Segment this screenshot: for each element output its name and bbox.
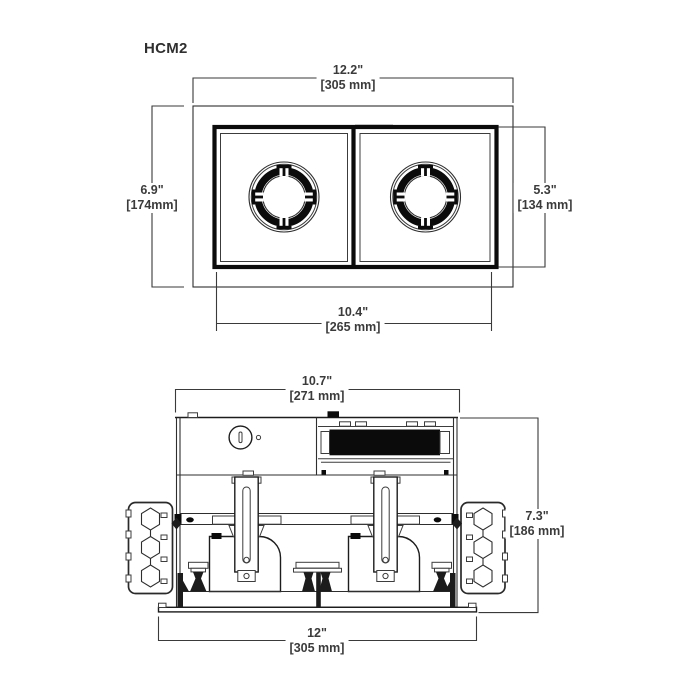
trim-flange-outline (192, 105, 514, 288)
dim-mm: [305 mm] (289, 641, 345, 655)
dim-inches: 7.3" (525, 509, 549, 523)
lamp-aperture-left (248, 161, 320, 233)
rail-bolt (186, 517, 194, 523)
dim-mm: [186 mm] (509, 524, 565, 538)
bracket-bolt (171, 517, 182, 530)
dim-inches: 12" (307, 626, 327, 640)
driver-housing (318, 421, 454, 475)
dim-inches: 6.9" (140, 183, 164, 197)
yoke-right (370, 476, 401, 582)
dim-label-section-height: 7.3" [186 mm] (505, 509, 569, 539)
mounting-bracket-right (452, 501, 508, 595)
dim-inches: 10.4" (337, 305, 369, 319)
plan-view-drawing (151, 77, 546, 331)
terminal-block (406, 421, 418, 427)
dim-mm: [271 mm] (289, 389, 345, 403)
aperture-tick-marks (393, 164, 458, 230)
leveling-foot-right (431, 561, 452, 592)
dim-label-plan-opening-height: 5.3" [134 mm] (513, 183, 577, 213)
driver-body (329, 429, 440, 456)
dim-mm: [134 mm] (517, 198, 573, 212)
dim-inches: 10.7" (301, 374, 333, 388)
leveling-foot-left (181, 561, 209, 592)
aperture-tick-marks (251, 164, 317, 230)
lamp-aperture-right (389, 161, 462, 233)
top-mount-tab (187, 412, 198, 418)
bracket-bolt (452, 517, 462, 530)
junction-box-knockout (228, 425, 262, 450)
dim-inches: 5.3" (533, 183, 557, 197)
yoke-left (231, 476, 262, 582)
center-septum (316, 568, 321, 608)
rail-bolt (433, 517, 442, 523)
shelf-notch (373, 470, 386, 476)
adjustment-rail (174, 512, 459, 526)
dim-label-section-housing-width: 10.7" [271 mm] (285, 374, 349, 404)
reflector-frame-right (359, 133, 491, 262)
mounting-bracket-left (125, 501, 182, 595)
dim-mm: [265 mm] (325, 320, 381, 334)
dim-label-plan-opening-width: 10.4" [265 mm] (321, 305, 385, 335)
trim-overlap-step (355, 124, 393, 129)
terminal-block (339, 421, 351, 427)
terminal-block (355, 421, 367, 427)
reflector-frame-left (220, 133, 348, 262)
top-wiring-tab (327, 411, 339, 418)
terminal-block (424, 421, 436, 427)
center-adjuster (293, 561, 342, 592)
dim-label-plan-overall-height: 6.9" [174mm] (122, 183, 182, 213)
dim-label-section-flange-width: 12" [305 mm] (285, 626, 349, 656)
dim-inches: 12.2" (332, 63, 364, 77)
model-number-title: HCM2 (144, 40, 188, 57)
dim-mm: [174mm] (126, 198, 178, 212)
dim-mm: [305 mm] (320, 78, 376, 92)
dim-label-plan-overall-width: 12.2" [305 mm] (316, 63, 380, 93)
shelf-notch (242, 470, 254, 476)
section-view-drawing (125, 388, 539, 642)
ceiling-trim-flange (157, 602, 478, 613)
